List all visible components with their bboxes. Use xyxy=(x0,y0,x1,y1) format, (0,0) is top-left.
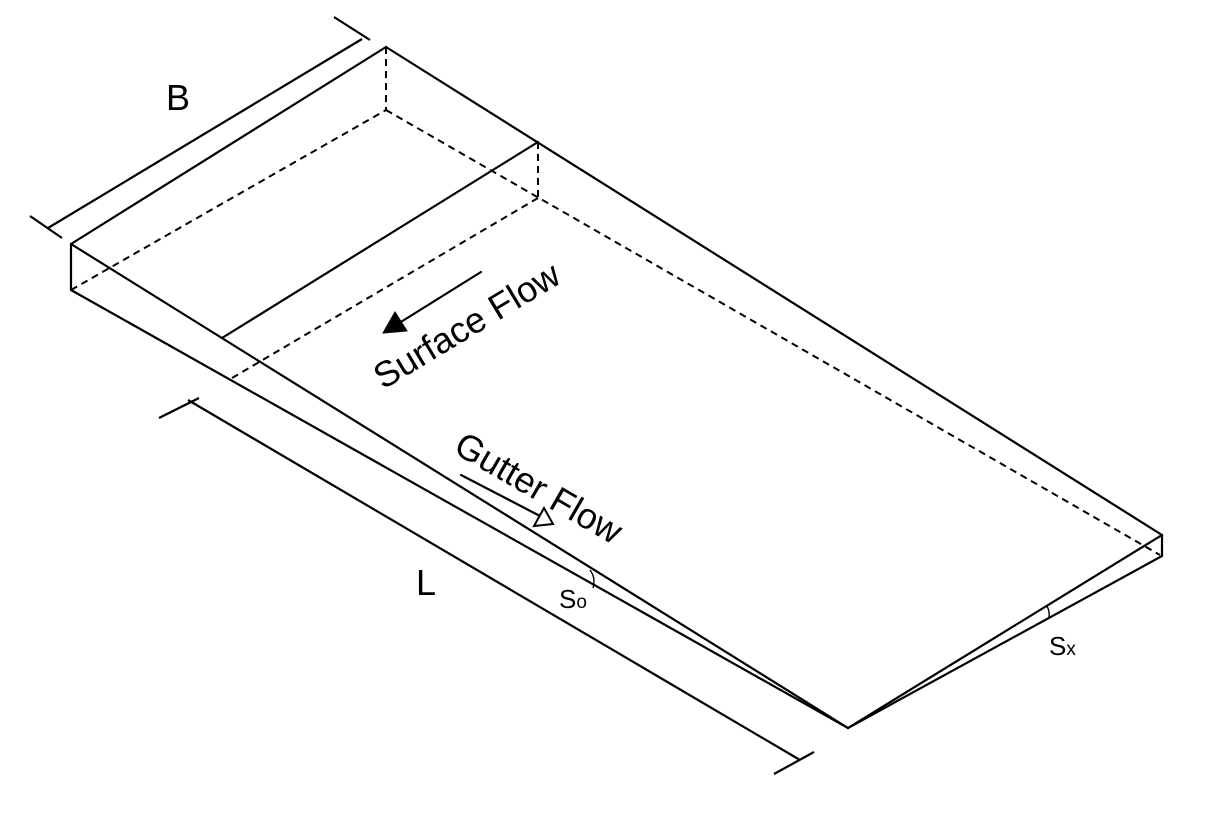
gutter-flow-arrow-icon xyxy=(459,473,555,528)
slope-sx-label: Sx xyxy=(1049,631,1076,661)
slope-arc-so xyxy=(589,569,595,589)
slope-so-base: S xyxy=(559,584,576,614)
slope-sx-sub: x xyxy=(1066,639,1076,660)
slope-sx-base: S xyxy=(1049,631,1066,661)
dimension-l xyxy=(158,397,815,775)
dimension-b-label: B xyxy=(166,77,190,118)
gutter-flow-label: Gutter Flow xyxy=(448,423,630,552)
dimension-l-label: L xyxy=(416,562,436,603)
slope-so-label: So xyxy=(559,584,587,614)
surface-flow-arrow-icon xyxy=(382,270,483,334)
slab-outline xyxy=(69,45,1164,730)
slope-arc-sx xyxy=(1046,605,1050,619)
dimension-b xyxy=(29,16,371,239)
hidden-edges xyxy=(70,47,1161,556)
slope-so-sub: o xyxy=(576,592,587,613)
